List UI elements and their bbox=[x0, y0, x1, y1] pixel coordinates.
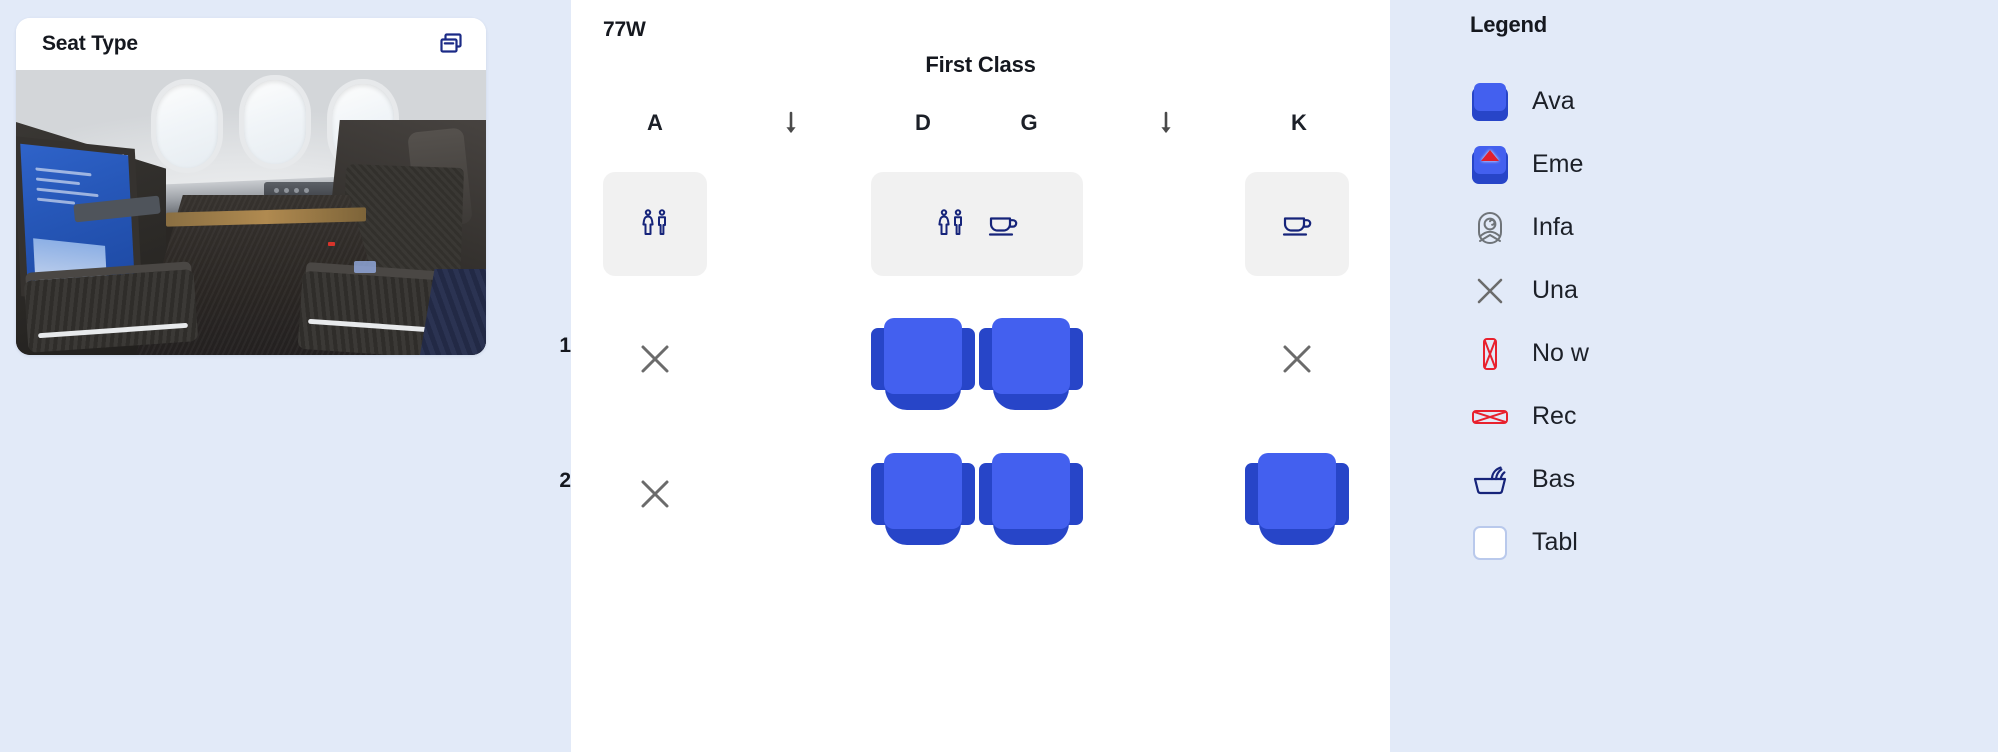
seat-1K-unavailable bbox=[1245, 314, 1349, 418]
aisle-arrow-right-icon bbox=[1136, 110, 1196, 137]
legend-item-emergency-exit: Eme bbox=[1470, 133, 1990, 196]
legend-title: Legend bbox=[1470, 12, 1548, 37]
infant-icon bbox=[1470, 208, 1510, 248]
bassinet-icon bbox=[1470, 460, 1510, 500]
galley-block-k bbox=[1245, 172, 1349, 276]
legend-label-infant: Infa bbox=[1532, 213, 1574, 241]
column-header-row: A D G K bbox=[571, 110, 1390, 150]
seat-1D[interactable] bbox=[871, 314, 975, 418]
legend-label-unavailable: Una bbox=[1532, 276, 1578, 304]
legend-label-table: Tabl bbox=[1532, 528, 1578, 556]
no-recline-icon bbox=[1470, 397, 1510, 437]
legend-item-bassinet: Bas bbox=[1470, 448, 1990, 511]
column-header-a: A bbox=[647, 110, 663, 135]
row-number-2: 2 bbox=[559, 469, 571, 492]
legend-item-no-recline: Rec bbox=[1470, 385, 1990, 448]
coffee-icon bbox=[986, 207, 1020, 241]
seat-2A-unavailable bbox=[603, 449, 707, 553]
aisle-arrow-left-icon bbox=[761, 110, 821, 137]
legend-label-bassinet: Bas bbox=[1532, 465, 1576, 493]
cabin-photo bbox=[16, 70, 486, 355]
seat-type-card-header: Seat Type bbox=[16, 18, 486, 70]
legend-item-no-window: No w bbox=[1470, 322, 1990, 385]
legend-label-no-recline: Rec bbox=[1532, 402, 1577, 430]
emergency-exit-icon bbox=[1470, 145, 1510, 185]
duplicate-icon[interactable] bbox=[438, 31, 464, 57]
aircraft-code: 77W bbox=[603, 18, 646, 41]
legend-item-unavailable: Una bbox=[1470, 259, 1990, 322]
legend-label-available: Ava bbox=[1532, 87, 1575, 115]
seat-available-icon bbox=[1470, 82, 1510, 122]
seat-2K[interactable] bbox=[1245, 449, 1349, 553]
legend-label-no-window: No w bbox=[1532, 339, 1589, 367]
seat-2D[interactable] bbox=[871, 449, 975, 553]
legend-panel: Legend Ava Eme bbox=[1390, 0, 1998, 752]
legend-list: Ava Eme bbox=[1470, 70, 1990, 574]
seat-1A-unavailable bbox=[603, 314, 707, 418]
no-window-icon bbox=[1470, 334, 1510, 374]
lavatory-icon bbox=[934, 207, 968, 241]
row-number-1: 1 bbox=[559, 334, 571, 357]
unavailable-x-icon bbox=[1470, 271, 1510, 311]
column-header-k: K bbox=[1291, 110, 1307, 135]
legend-item-table: Tabl bbox=[1470, 511, 1990, 574]
coffee-icon bbox=[1280, 207, 1314, 241]
column-header-g: G bbox=[1020, 110, 1038, 135]
seat-map-panel: 77W First Class A D G K bbox=[571, 0, 1390, 752]
legend-item-infant: Infa bbox=[1470, 196, 1990, 259]
seat-type-card: Seat Type bbox=[16, 18, 486, 355]
lavatory-block-a bbox=[603, 172, 707, 276]
legend-label-emergency-exit: Eme bbox=[1532, 150, 1584, 178]
cabin-class-title: First Class bbox=[925, 52, 1036, 77]
seat-2G[interactable] bbox=[979, 449, 1083, 553]
table-icon bbox=[1470, 523, 1510, 563]
galley-block-dg bbox=[871, 172, 1083, 276]
column-header-d: D bbox=[915, 110, 931, 135]
legend-item-available: Ava bbox=[1470, 70, 1990, 133]
seat-type-title: Seat Type bbox=[42, 32, 138, 55]
lavatory-icon bbox=[638, 207, 672, 241]
seat-1G[interactable] bbox=[979, 314, 1083, 418]
